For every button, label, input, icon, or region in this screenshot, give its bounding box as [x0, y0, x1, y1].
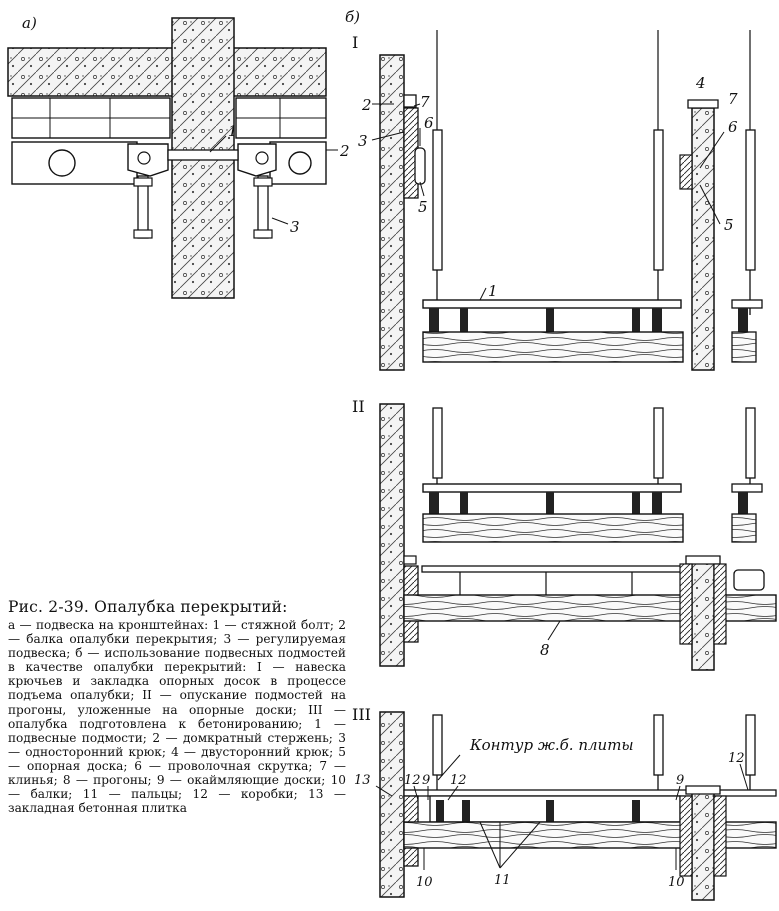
label-b2-8: 8 — [540, 641, 550, 659]
jack-rod-far-right-3 — [745, 714, 756, 792]
figure-a-label: а) — [22, 14, 37, 32]
label-b3-12b: 12 — [450, 773, 467, 788]
beam-hole-right — [288, 151, 312, 175]
label-a-3: 3 — [290, 218, 300, 236]
beam-hole-left — [48, 149, 76, 177]
label-b1-7a: 7 — [420, 93, 430, 111]
jack-rod-right-3 — [653, 714, 664, 792]
figure-a: а) — [7, 14, 350, 299]
label-b1-1: 1 — [488, 282, 498, 300]
label-b3-10a: 10 — [416, 875, 433, 890]
label-b3-12a: 12 — [404, 773, 421, 788]
adjustable-hanger-left — [133, 175, 153, 239]
scaffold-beam — [422, 331, 684, 363]
caption-title: Рис. 2-39. Опалубка перекрытий: — [8, 598, 288, 616]
wall-left-stage-2 — [379, 403, 405, 667]
label-b3-10b: 10 — [668, 875, 685, 890]
stage-1: I — [352, 30, 763, 371]
jack-rod-right — [653, 30, 664, 315]
wall-left-stage-1 — [379, 54, 405, 371]
jack-rod-left-3 — [432, 714, 443, 792]
wall-right-stage-1 — [691, 107, 715, 371]
scaffold-deck — [422, 299, 682, 309]
label-contour: Контур ж.б. плиты — [469, 736, 634, 754]
label-b3-13: 13 — [354, 773, 371, 788]
figure-b-label: б) — [345, 8, 360, 26]
label-b1-6b: 6 — [728, 118, 738, 136]
caption-body: а — подвеска на кронштейнах: 1 — стяжной… — [8, 618, 346, 816]
stage-2: II 8 — [352, 397, 777, 671]
label-b1-5a: 5 — [418, 198, 428, 216]
wall-right-stage-2 — [691, 559, 715, 671]
label-b1-6a: 6 — [424, 114, 434, 132]
label-b1-5b: 5 — [724, 216, 734, 234]
wall-left-stage-3 — [379, 711, 405, 898]
stage-2-label: II — [352, 397, 365, 416]
adjustable-hanger-right — [253, 175, 273, 239]
stage-3-label: III — [352, 705, 371, 724]
label-b3-9b: 9 — [676, 773, 684, 788]
label-b3-11: 11 — [494, 873, 511, 888]
label-b1-2: 2 — [361, 96, 372, 114]
label-a-2: 2 — [339, 142, 350, 160]
ceiling-slab — [7, 47, 327, 97]
label-b1-3: 3 — [358, 132, 368, 150]
wall-right-stage-3 — [691, 789, 715, 901]
jack-rod-far-right-2 — [745, 407, 756, 492]
jack-rod-left-2 — [432, 407, 443, 492]
figure-caption: Рис. 2-39. Опалубка перекрытий: а — подв… — [8, 598, 346, 815]
stage-3: III Контур ж.б. плиты — [352, 705, 777, 901]
tie-bolt — [167, 149, 239, 161]
jack-rod-far-right — [745, 30, 756, 315]
jack-rod-right-2 — [653, 407, 664, 492]
double-hook — [687, 99, 719, 109]
label-b3-9a: 9 — [422, 773, 430, 788]
label-b1-4: 4 — [695, 74, 706, 92]
label-b1-7b: 7 — [728, 90, 738, 108]
label-b3-12c: 12 — [728, 751, 745, 766]
stage-1-label: I — [352, 33, 358, 52]
jack-rod-left — [432, 30, 443, 315]
label-a-1: 1 — [228, 122, 238, 140]
